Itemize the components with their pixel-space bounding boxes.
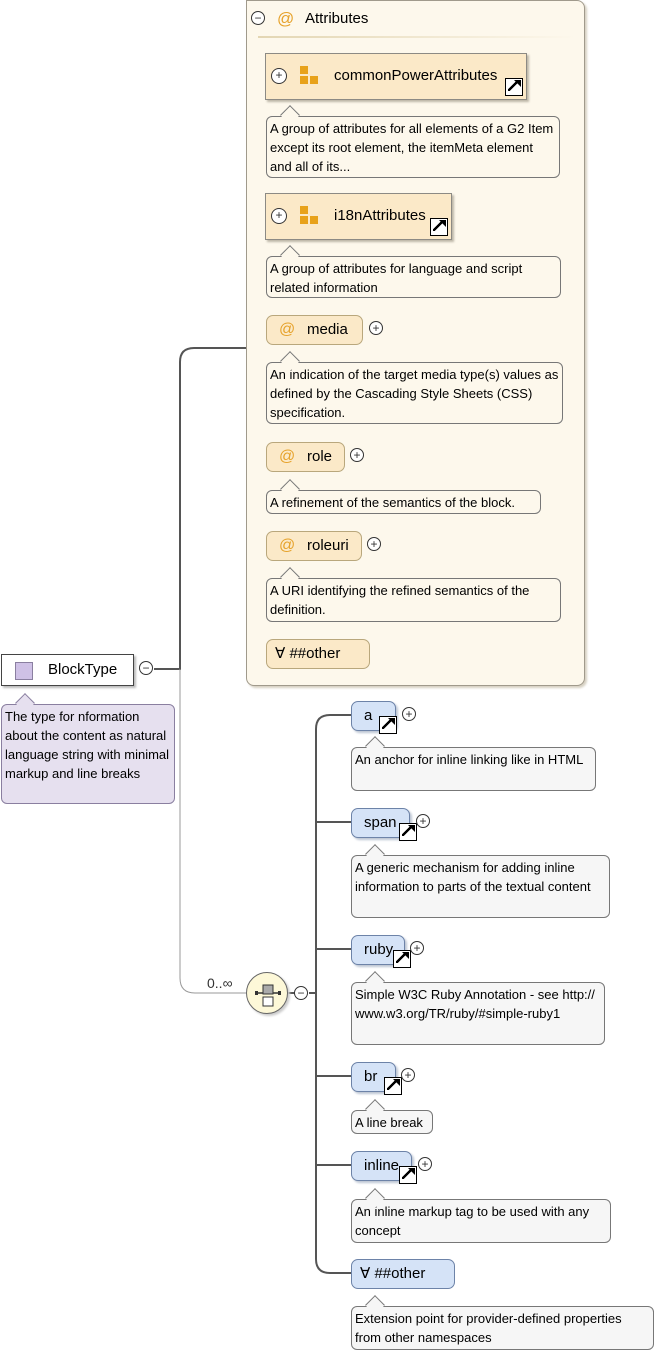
link-icon[interactable]	[399, 1166, 417, 1184]
attribute-group-icon	[300, 66, 320, 86]
expand-icon[interactable]: +	[271, 208, 287, 224]
ruby-expand-icon[interactable]: +	[410, 941, 424, 955]
element-name: span	[364, 814, 397, 831]
at-icon: @	[279, 537, 296, 554]
doc-i18n-attributes: A group of attributes for language and s…	[266, 256, 561, 298]
attribute-name: media	[307, 321, 348, 338]
attribute-any-other[interactable]: ∀ ##other	[266, 639, 370, 669]
at-icon: @	[279, 321, 296, 338]
sequence-icon	[255, 984, 281, 1007]
group-i18n-attributes[interactable]: + i18nAttributes	[265, 193, 452, 240]
root-name: BlockType	[48, 661, 118, 678]
inline-expand-icon[interactable]: +	[418, 1157, 432, 1171]
doc-any-other: Extension point for provider-defined pro…	[351, 1306, 654, 1350]
expand-icon[interactable]: +	[271, 68, 287, 84]
doc-role: A refinement of the semantics of the blo…	[266, 490, 541, 514]
at-icon: @	[277, 9, 295, 28]
link-icon[interactable]	[505, 78, 523, 96]
a-expand-icon[interactable]: +	[402, 707, 416, 721]
doc-common-power-attributes: A group of attributes for all elements o…	[266, 116, 560, 178]
other-label: ##other	[289, 645, 341, 662]
link-icon[interactable]	[430, 218, 448, 236]
attribute-role[interactable]: @ role	[266, 442, 345, 472]
doc-inline: An inline markup tag to be used with any…	[351, 1199, 611, 1243]
element-name: br	[364, 1068, 378, 1085]
group-name: commonPowerAttributes	[334, 67, 498, 84]
link-icon[interactable]	[399, 823, 417, 841]
span-expand-icon[interactable]: +	[416, 814, 430, 828]
root-collapse-toggle[interactable]: −	[139, 661, 153, 675]
doc-a: An anchor for inline linking like in HTM…	[351, 747, 596, 791]
element-name: ruby	[364, 941, 394, 958]
doc-root: The type for nformation about the conten…	[1, 704, 175, 804]
doc-media: An indication of the target media type(s…	[266, 362, 563, 424]
at-icon: @	[279, 448, 296, 465]
attribute-name: roleuri	[307, 537, 349, 554]
doc-span: A generic mechanism for adding inline in…	[351, 855, 610, 918]
attribute-roleuri[interactable]: @ roleuri	[266, 531, 362, 561]
attributes-collapse-toggle[interactable]: −	[251, 11, 265, 25]
sequence-connector	[179, 669, 246, 994]
doc-roleuri: A URI identifying the refined semantics …	[266, 578, 561, 622]
any-icon: ∀	[275, 645, 286, 662]
root-complex-type[interactable]: BlockType	[1, 654, 134, 686]
group-common-power-attributes[interactable]: + commonPowerAttributes	[265, 53, 527, 100]
attribute-media[interactable]: @ media	[266, 315, 363, 345]
link-icon[interactable]	[379, 716, 397, 734]
other-label: ##other	[374, 1265, 426, 1282]
sequence-cardinality: 0..∞	[207, 975, 233, 991]
attribute-group-icon	[300, 206, 320, 226]
sequence-compositor[interactable]	[246, 972, 288, 1014]
doc-br: A line break	[351, 1110, 433, 1134]
element-ruby[interactable]: ruby	[351, 935, 411, 968]
complex-type-icon	[15, 662, 33, 680]
role-expand-icon[interactable]: +	[350, 448, 364, 462]
br-expand-icon[interactable]: +	[401, 1068, 415, 1082]
element-span[interactable]: span	[351, 808, 417, 841]
element-a[interactable]: a	[351, 701, 397, 734]
doc-ruby: Simple W3C Ruby Annotation - see http://…	[351, 982, 605, 1045]
media-expand-icon[interactable]: +	[369, 321, 383, 335]
attributes-connector	[154, 347, 246, 670]
any-icon: ∀	[360, 1265, 371, 1282]
element-inline[interactable]: inline	[351, 1151, 417, 1184]
element-name: a	[364, 707, 373, 724]
sequence-branches	[315, 714, 352, 1274]
link-icon[interactable]	[384, 1077, 402, 1095]
group-name: i18nAttributes	[334, 207, 426, 224]
sequence-collapse-toggle[interactable]: −	[294, 986, 308, 1000]
attributes-divider	[258, 36, 576, 38]
roleuri-expand-icon[interactable]: +	[367, 537, 381, 551]
element-any-other[interactable]: ∀ ##other	[351, 1259, 455, 1289]
link-icon[interactable]	[393, 950, 411, 968]
element-name: inline	[364, 1157, 400, 1174]
attribute-name: role	[307, 448, 333, 465]
attributes-title: Attributes	[305, 10, 369, 27]
element-br[interactable]: br	[351, 1062, 402, 1095]
